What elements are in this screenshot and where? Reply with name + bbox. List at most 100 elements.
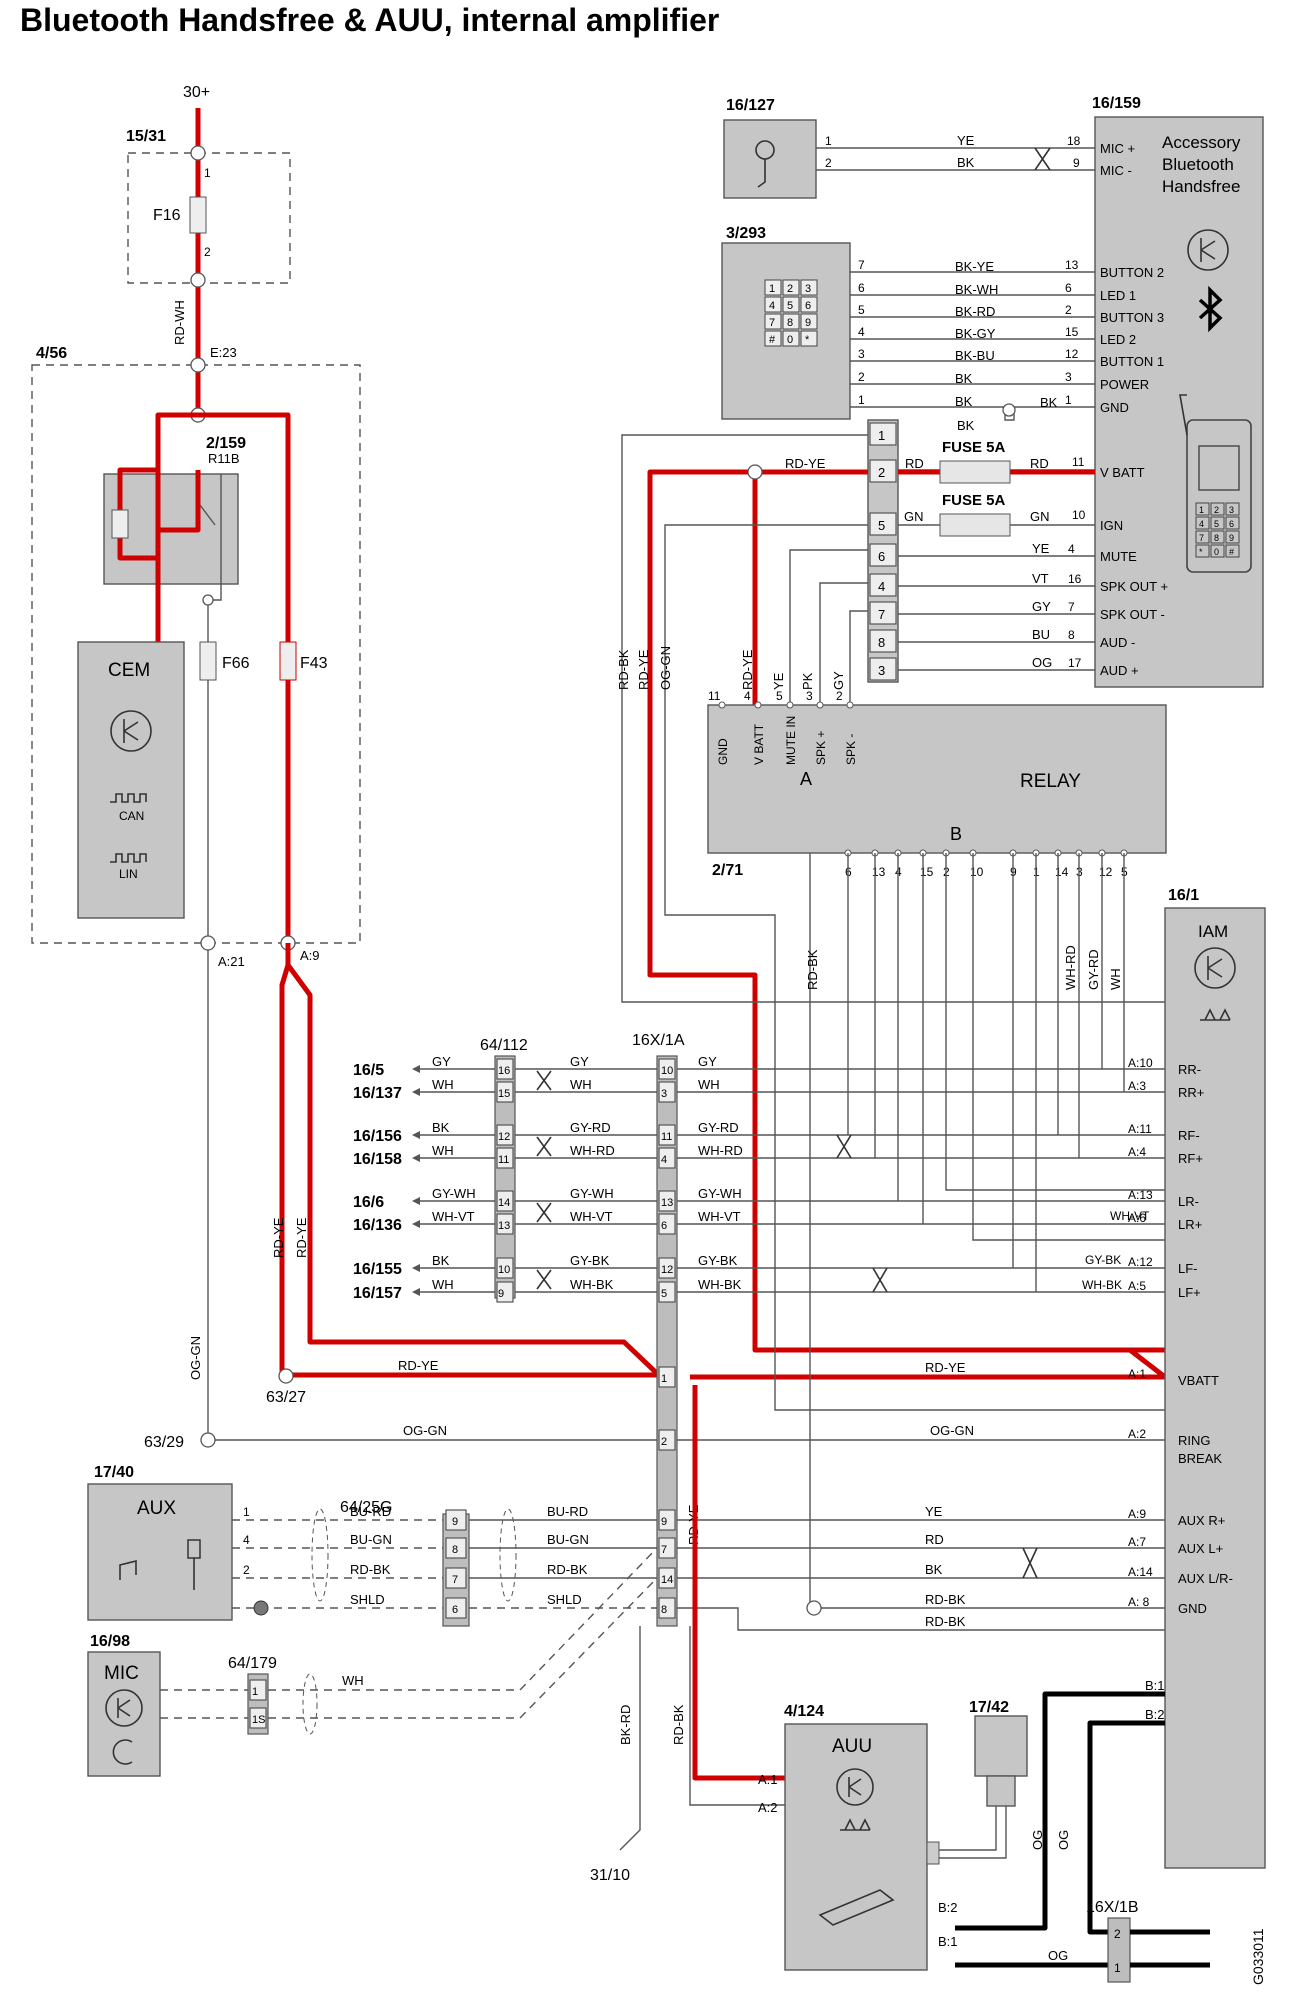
- mic-wire: [519, 1577, 658, 1719]
- connector-pin: [496, 1190, 514, 1212]
- phone-key-icon: [1210, 530, 1225, 544]
- mic-conn-ref: 64/179: [228, 1655, 277, 1672]
- handsfree-wire-color: GY: [1032, 599, 1051, 614]
- og-label-3: OG: [1048, 1948, 1068, 1963]
- can-label: CAN: [119, 809, 144, 823]
- speaker-wire-color: WH-RD: [570, 1143, 615, 1158]
- iam-pin-id: A:10: [1128, 1056, 1153, 1070]
- speaker-wire-color: WH-BK: [570, 1277, 614, 1292]
- aux-iam-wire-color: RD-BK: [925, 1614, 966, 1629]
- connector-pin: [496, 1081, 514, 1103]
- aux-box: [87, 1483, 233, 1621]
- auu-a2: A:2: [758, 1800, 778, 1815]
- connector-pin-label: 9: [452, 1516, 458, 1528]
- fuse-f43: [279, 641, 297, 681]
- iam-pin-label: LR-: [1178, 1194, 1199, 1209]
- keypad-key-label: 2: [787, 283, 793, 295]
- phone-key-label: 2: [1214, 505, 1219, 515]
- relay-71-ref: 2/71: [712, 862, 743, 879]
- keypad-bk-extra: BK: [957, 418, 975, 433]
- connector-pin-label: 6: [661, 1220, 667, 1232]
- node: [806, 1600, 822, 1616]
- keypad-wire-number: 12: [1065, 347, 1079, 361]
- speaker-wire-color: GY-RD: [698, 1120, 739, 1135]
- auu-name: AUU: [832, 1736, 872, 1757]
- wire-color-vertical: GY-RD: [1086, 949, 1101, 990]
- fuse-box-15-31: [127, 152, 291, 284]
- arrow-icon: [412, 1197, 420, 1205]
- keypad-key-label: 0: [787, 334, 793, 346]
- iam-pin-label: RR+: [1178, 1085, 1204, 1100]
- mic-wires: 11S: [160, 1547, 658, 1729]
- iam-ref: 16/1: [1168, 887, 1199, 904]
- keypad-key: [782, 313, 800, 330]
- keypad-key-label: 4: [769, 300, 775, 312]
- keypad-key: [764, 279, 782, 296]
- transistor-icon: [1194, 947, 1236, 989]
- relay-pin: [786, 701, 794, 709]
- supply-label: 30+: [183, 84, 210, 101]
- mic-pin1: 1: [825, 134, 832, 148]
- keypad-key-label: 7: [769, 317, 775, 329]
- twist-icon: [536, 1202, 552, 1223]
- fuse2-gn-left: GN: [904, 509, 924, 524]
- fuse-5a-2: [939, 513, 1011, 537]
- keypad-key: [800, 279, 818, 296]
- relay-wire-f66: [207, 474, 222, 642]
- fuse-f66: [199, 641, 217, 681]
- handsfree-wire-color: VT: [1032, 571, 1049, 586]
- keypad-wire-number: 2: [1065, 303, 1072, 317]
- fuse2-gn-right: GN: [1030, 509, 1050, 524]
- speaker-wire-color: GY: [432, 1054, 451, 1069]
- transistor-icon: [1187, 229, 1229, 271]
- keypad-wire-number: 15: [1065, 325, 1079, 339]
- aux-wire-color: SHLD: [547, 1592, 582, 1607]
- node: [747, 464, 763, 480]
- aux-pin: 1: [243, 1505, 250, 1519]
- node: [202, 594, 214, 606]
- connector-pin: [658, 1124, 676, 1146]
- arrow-icon: [412, 1131, 420, 1139]
- speaker-wire-color: GY-BK: [698, 1253, 738, 1268]
- usb-connector: [974, 1715, 1028, 1777]
- handsfree-pin-label: IGN: [1100, 518, 1123, 533]
- connector-pin-label: 10: [661, 1065, 673, 1077]
- iam-pin-id: A:9: [1128, 1507, 1146, 1521]
- connector-pin: [658, 1429, 676, 1451]
- relay-pin-number: 10: [970, 865, 984, 879]
- phone-key-label: 7: [1199, 533, 1204, 543]
- phone-antenna-icon: [1179, 394, 1188, 436]
- connector-pin-label: 9: [661, 1516, 667, 1528]
- conn-16x-1b-pin2: 2: [1114, 1927, 1121, 1941]
- speaker-ref: 16/137: [353, 1085, 402, 1102]
- keypad-wire-color: BK: [955, 394, 973, 409]
- relay-pin-label: SPK -: [844, 734, 858, 765]
- speaker-wire-color: WH-BK: [698, 1277, 742, 1292]
- handsfree-pin-label: LED 1: [1100, 288, 1136, 303]
- speaker-wire-color: GY-BK: [570, 1253, 610, 1268]
- relay-71-name: RELAY: [1020, 771, 1081, 792]
- speaker-ref: 16/5: [353, 1062, 384, 1079]
- aux-name: AUX: [137, 1498, 176, 1519]
- keypad-key-label: 9: [805, 317, 811, 329]
- relay-coil-wire: [117, 467, 201, 561]
- aux-pin: 4: [243, 1533, 250, 1547]
- wire-color-vertical: RD-BK: [616, 649, 631, 690]
- connector-pin: [869, 657, 897, 681]
- keypad-key: [782, 296, 800, 313]
- keypad-wire-number: 1: [1065, 393, 1072, 407]
- phone-key-icon: [1195, 544, 1210, 558]
- handsfree-pin-label: MUTE: [1100, 549, 1137, 564]
- speaker-wire-color: BK: [432, 1253, 450, 1268]
- relay-gnd-wire: [809, 853, 1165, 1609]
- handsfree-wire-number: 7: [1068, 600, 1075, 614]
- connector-pin: [658, 1366, 676, 1388]
- phone-key-label: 3: [1229, 505, 1234, 515]
- speaker-wire-color: GY-WH: [570, 1186, 614, 1201]
